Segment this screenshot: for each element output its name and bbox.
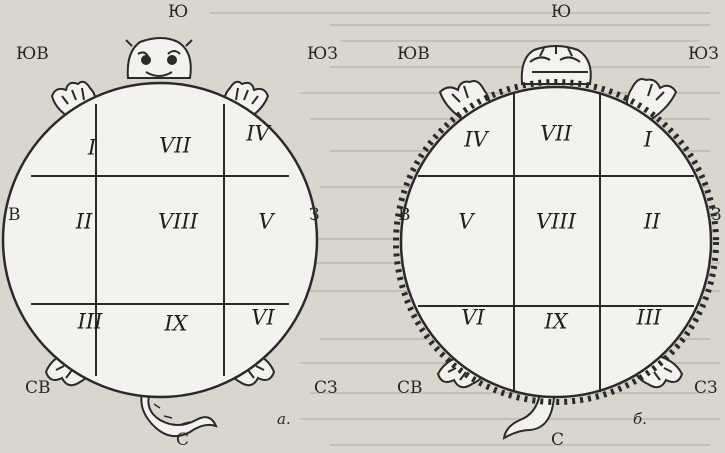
turtle-a-shell bbox=[3, 83, 317, 397]
a-label-southeast: ЮВ bbox=[16, 46, 49, 63]
b-cell-r3c3: III bbox=[637, 308, 662, 329]
turtle-b-head bbox=[522, 46, 591, 84]
a-cell-r3c1: III bbox=[78, 312, 103, 333]
a-label-south: Ю bbox=[168, 4, 188, 21]
b-caption: б. bbox=[633, 412, 647, 427]
turtle-a-head bbox=[126, 38, 192, 78]
a-label-southwest: ЮЗ bbox=[307, 46, 338, 63]
b-label-northeast: СВ bbox=[397, 380, 423, 397]
a-cell-r3c2: IX bbox=[164, 314, 187, 335]
b-cell-r1c3: I bbox=[644, 130, 652, 151]
b-label-northwest: СЗ bbox=[694, 380, 718, 397]
a-cell-r2c3: V bbox=[258, 212, 273, 233]
b-label-southeast: ЮВ bbox=[397, 46, 430, 63]
a-cell-r3c3: VI bbox=[251, 308, 274, 329]
b-cell-r1c2: VII bbox=[540, 124, 572, 145]
a-cell-r2c1: II bbox=[76, 212, 93, 233]
a-label-north: С bbox=[176, 432, 189, 449]
b-cell-r3c1: VI bbox=[461, 308, 484, 329]
b-label-east: В bbox=[398, 207, 411, 224]
b-label-west: З bbox=[711, 207, 722, 224]
a-cell-r1c3: IV bbox=[246, 124, 269, 145]
b-cell-r2c2: VIII bbox=[536, 212, 576, 233]
b-cell-r2c3: II bbox=[644, 212, 661, 233]
a-cell-r1c2: VII bbox=[159, 136, 191, 157]
turtle-b bbox=[396, 46, 716, 438]
b-label-north: С bbox=[551, 432, 564, 449]
b-cell-r3c2: IX bbox=[544, 312, 567, 333]
a-caption: а. bbox=[277, 412, 291, 427]
turtle-b-tail bbox=[504, 394, 554, 438]
a-cell-r1c1: I bbox=[88, 138, 96, 159]
b-label-southwest: ЮЗ bbox=[688, 46, 719, 63]
a-label-east: В bbox=[8, 207, 21, 224]
b-cell-r2c1: V bbox=[458, 212, 473, 233]
a-label-west: З bbox=[309, 207, 320, 224]
a-label-northwest: СЗ bbox=[314, 380, 338, 397]
a-cell-r2c2: VIII bbox=[158, 212, 198, 233]
turtle-a bbox=[3, 38, 317, 436]
b-cell-r1c1: IV bbox=[464, 130, 487, 151]
a-label-northeast: СВ bbox=[25, 380, 51, 397]
b-label-south: Ю bbox=[551, 4, 571, 21]
